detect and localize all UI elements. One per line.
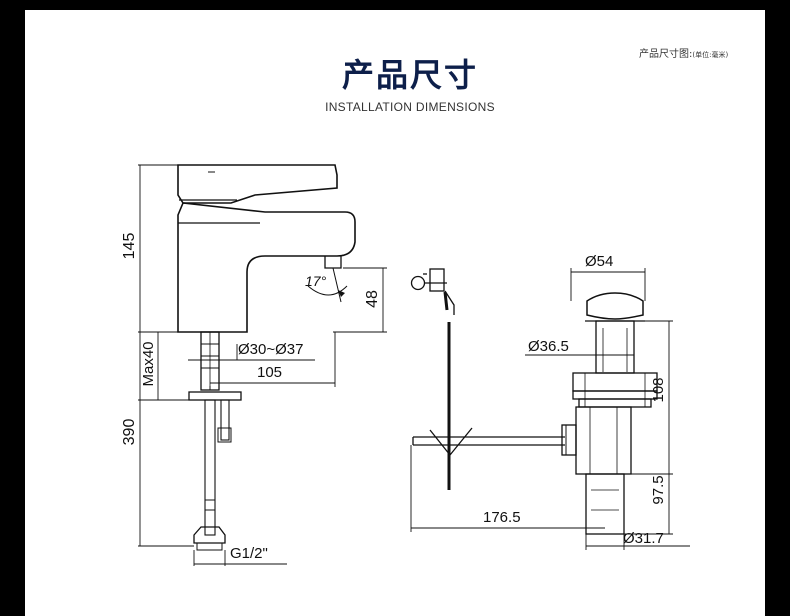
- drain-locknut: [572, 372, 658, 392]
- pivot-nut: [561, 424, 577, 456]
- hose-main: [204, 399, 216, 536]
- dim-reach-label: 105: [257, 364, 282, 381]
- unit-label: 产品尺寸图:: [639, 49, 693, 60]
- lift-rod-clip: [429, 268, 445, 292]
- dim-top-diameter: [570, 268, 646, 301]
- angle-label: 17°: [305, 273, 327, 289]
- drain-cap: [586, 292, 644, 320]
- dim-max-thickness: [138, 332, 189, 401]
- faucet-drawing: 17° 145: [121, 164, 387, 566]
- dim-top-diameter-label: Ø54: [585, 253, 613, 270]
- dimension-drawing: 17° 145: [121, 164, 690, 566]
- dim-hose-length-label: 390: [121, 419, 138, 446]
- dim-thread: [193, 550, 287, 566]
- drain-tailpiece: [585, 473, 625, 535]
- linkage-rod-upper: [443, 291, 449, 311]
- mounting-nut: [188, 391, 242, 401]
- dim-rod-length-label: 176.5: [483, 509, 521, 526]
- dim-thread-label: G1/2": [230, 545, 268, 562]
- dim-tail-diameter-label: Ø31.7: [623, 530, 664, 547]
- dim-spout-height: [333, 267, 387, 333]
- linkage-strap: [444, 290, 455, 315]
- dim-drain-length: [631, 320, 673, 534]
- lift-rod-knob: [410, 275, 426, 291]
- dim-tail-length-label: 97.5: [650, 475, 667, 504]
- hose-connector-nut: [193, 526, 226, 544]
- drawing-sheet: 产品尺寸 INSTALLATION DIMENSIONS 产品尺寸图:(单位:毫…: [25, 10, 765, 616]
- drain-body: [575, 406, 632, 475]
- dim-drain-length-label: 108: [650, 377, 667, 402]
- dim-spout-height-label: 48: [364, 290, 381, 308]
- page-subtitle: INSTALLATION DIMENSIONS: [325, 100, 495, 114]
- aerator: [324, 256, 342, 269]
- angle-arrow: [338, 290, 345, 297]
- faucet-handle: [177, 164, 338, 204]
- dim-height: [138, 164, 178, 333]
- drain-drawing: Ø54 Ø36.5 108 97.5 176.5: [410, 253, 690, 550]
- dim-reach: [209, 332, 336, 390]
- dim-hole-diameter: [188, 344, 315, 361]
- dim-rod-length: [410, 445, 605, 532]
- dim-hose-length: [138, 332, 194, 547]
- dim-height-label: 145: [121, 233, 138, 260]
- angle-ray: [332, 267, 342, 303]
- basin-edge: [429, 427, 473, 457]
- unit-note: 产品尺寸图:(单位:毫米): [639, 45, 728, 60]
- dim-max-thickness-label: Max40: [140, 341, 157, 386]
- hose-secondary: [220, 399, 230, 441]
- dim-body-diameter-label: Ø36.5: [528, 338, 569, 355]
- dim-hole-diameter-label: Ø30~Ø37: [238, 341, 303, 358]
- dim-tail-diameter: [585, 534, 690, 550]
- page-title: 产品尺寸: [341, 56, 478, 94]
- faucet-body: [177, 202, 356, 333]
- drain-stem: [595, 320, 635, 374]
- angle-arc: [307, 285, 348, 296]
- unit-detail: (单位:毫米): [692, 51, 729, 59]
